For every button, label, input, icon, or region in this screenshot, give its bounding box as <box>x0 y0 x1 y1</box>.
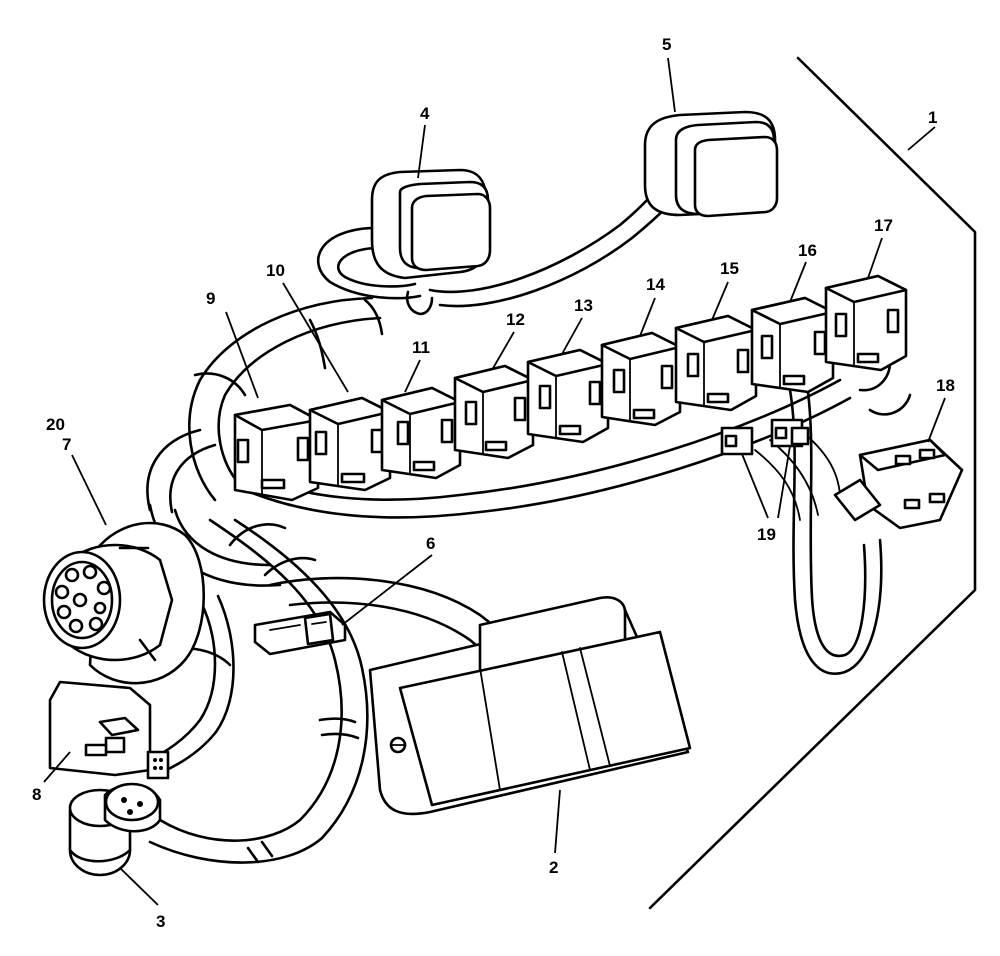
callout-12: 12 <box>506 310 525 329</box>
callout-8: 8 <box>32 785 41 804</box>
connector-4 <box>370 168 492 280</box>
relay-11 <box>380 386 462 480</box>
lower-loop <box>148 518 369 864</box>
callout-labels: 1 2 3 4 5 6 7 8 9 10 11 12 13 14 15 16 1… <box>32 35 955 931</box>
callout-11: 11 <box>412 338 430 357</box>
callout-5: 5 <box>662 35 671 54</box>
relay-17 <box>824 274 908 372</box>
callout-20: 20 <box>46 415 65 434</box>
callout-2: 2 <box>549 858 558 877</box>
relay-row <box>233 274 908 502</box>
relay-9 <box>233 403 320 502</box>
callout-13: 13 <box>574 296 593 315</box>
callout-10: 10 <box>266 261 285 280</box>
callout-4: 4 <box>420 104 430 123</box>
relay-10 <box>308 396 392 492</box>
connector-3 <box>68 782 162 877</box>
connector-19-pair <box>720 418 810 456</box>
callout-7: 7 <box>62 435 71 454</box>
relay-18 <box>833 438 964 530</box>
module-2 <box>368 596 692 816</box>
connector-8 <box>48 680 170 780</box>
round-connector-7-20 <box>42 521 205 685</box>
callout-14: 14 <box>646 275 665 294</box>
callout-3: 3 <box>156 912 165 931</box>
connector-5 <box>643 110 779 218</box>
panel-outline <box>648 56 977 910</box>
relay-12 <box>453 364 535 460</box>
callout-17: 17 <box>874 216 893 235</box>
callout-9: 9 <box>206 289 215 308</box>
callout-6: 6 <box>426 534 435 553</box>
callout-1: 1 <box>928 108 937 127</box>
relay-14 <box>600 331 682 427</box>
leader-lines <box>43 57 946 906</box>
relay-16 <box>750 296 835 394</box>
callout-19: 19 <box>757 525 776 544</box>
connector-6 <box>253 610 347 656</box>
relay-15 <box>674 314 758 412</box>
callout-16: 16 <box>798 241 817 260</box>
callout-15: 15 <box>720 259 739 278</box>
callout-18: 18 <box>936 376 955 395</box>
relay-13 <box>526 348 610 444</box>
